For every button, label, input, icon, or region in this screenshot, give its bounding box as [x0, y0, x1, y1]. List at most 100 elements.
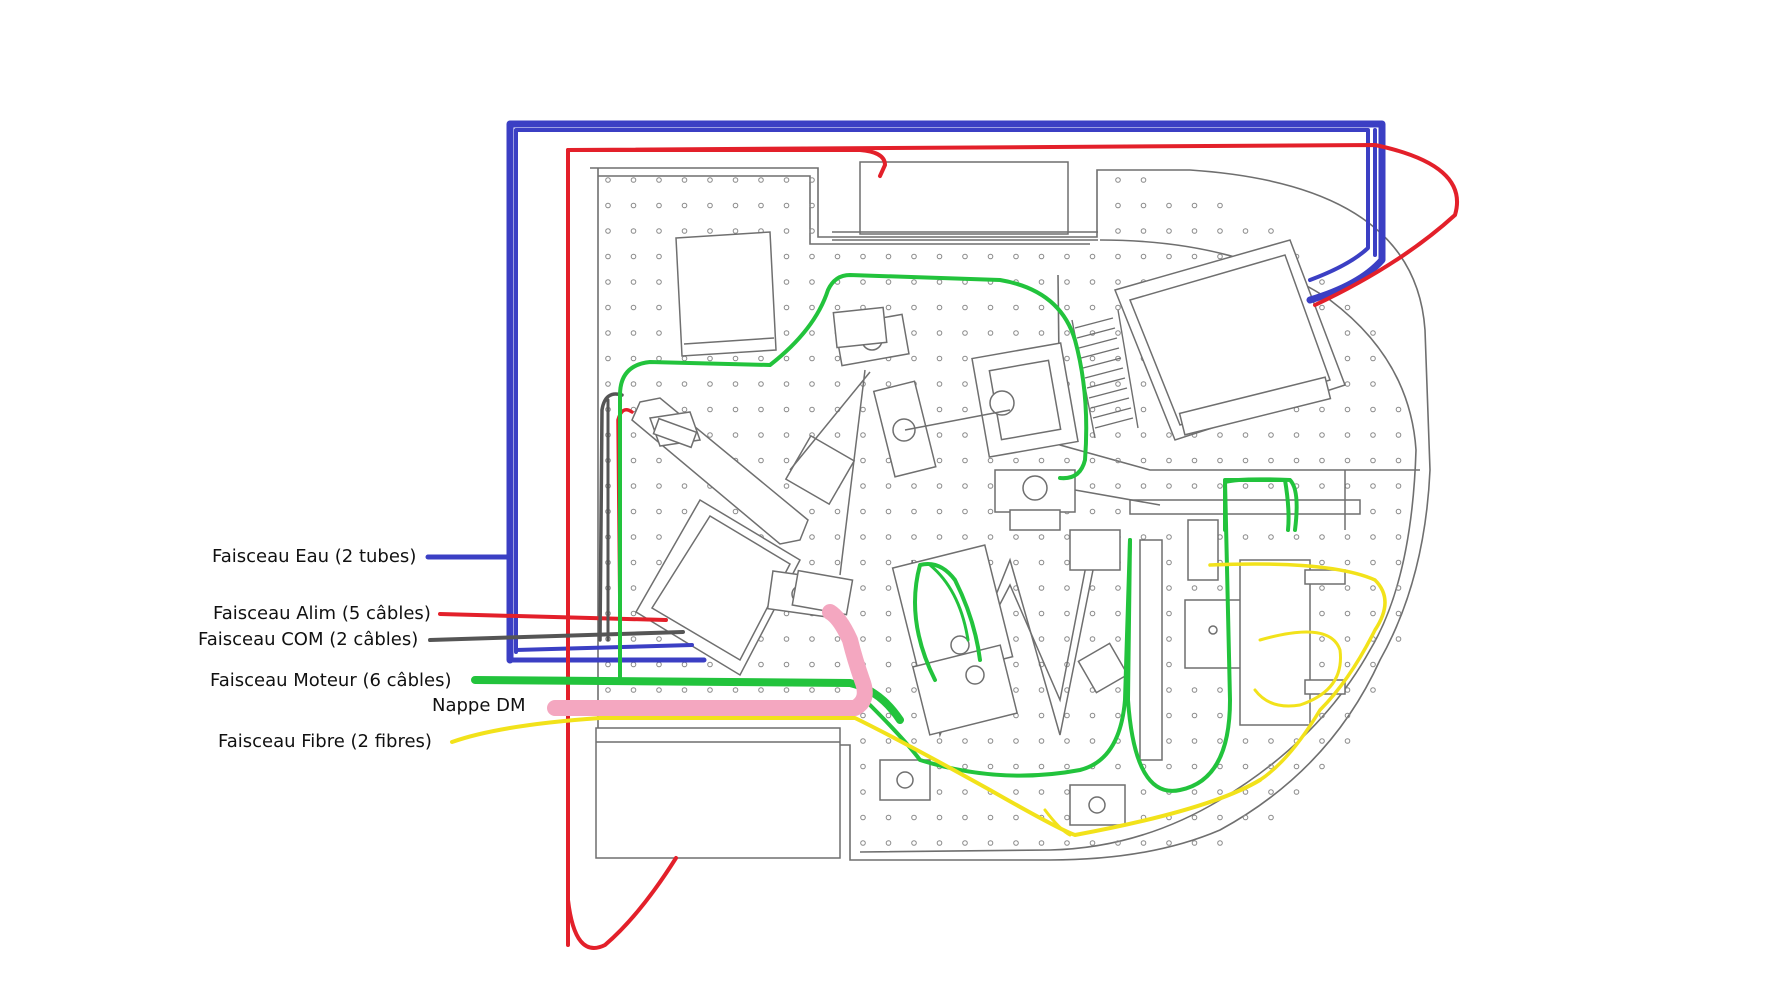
mounting-hole: [911, 534, 917, 540]
center-stage-optic: [1022, 475, 1048, 501]
mounting-hole: [1319, 432, 1325, 438]
mounting-hole: [732, 432, 739, 438]
mounting-hole: [1115, 508, 1121, 515]
mounting-hole: [605, 661, 611, 668]
mounting-hole: [1115, 330, 1121, 336]
fibre-loop-1: [1208, 562, 1387, 782]
mounting-hole: [860, 712, 866, 719]
legend-fibre: Faisceau Fibre (2 fibres): [218, 731, 432, 752]
mounting-hole: [656, 355, 662, 362]
mounting-hole: [1344, 636, 1351, 642]
mounting-hole: [962, 789, 968, 795]
mounting-hole: [1191, 712, 1198, 719]
mounting-hole: [1395, 432, 1402, 438]
harness-eau: [425, 120, 1386, 664]
right-angled-mount: [1077, 642, 1129, 694]
mounting-hole: [681, 177, 688, 183]
mounting-hole: [707, 432, 713, 438]
mounting-hole: [860, 610, 866, 617]
mounting-hole: [605, 253, 611, 260]
bottom-mount-1-optic: [896, 771, 914, 789]
mounting-hole: [630, 253, 637, 260]
mounting-hole: [656, 636, 662, 642]
legend-com: Faisceau COM (2 câbles): [198, 629, 419, 650]
mounting-hole: [809, 253, 815, 260]
mounting-hole: [630, 355, 637, 362]
mounting-hole: [1064, 840, 1070, 846]
mounting-hole: [1064, 559, 1070, 566]
mounting-hole: [1089, 508, 1096, 515]
mounting-hole: [1217, 814, 1223, 821]
com-cable: [428, 630, 685, 642]
mounting-hole: [732, 355, 739, 362]
mounting-hole: [1140, 253, 1147, 260]
mounting-hole: [911, 814, 917, 821]
alim-loop-top: [566, 143, 1459, 947]
mounting-hole: [936, 814, 943, 821]
moteur-inner-loop: [913, 562, 982, 682]
mounting-hole: [630, 636, 637, 642]
mounting-hole: [860, 279, 866, 285]
mounting-hole: [1013, 661, 1019, 668]
mounting-hole: [885, 610, 892, 617]
mounting-hole: [1370, 355, 1376, 362]
mounting-hole: [809, 381, 815, 387]
mounting-hole: [911, 355, 917, 362]
mounting-hole: [987, 253, 994, 260]
mounting-hole: [962, 381, 968, 387]
mounting-hole: [783, 406, 790, 413]
mounting-hole: [1370, 534, 1376, 540]
mounting-hole: [605, 330, 611, 336]
mounting-hole: [707, 355, 713, 362]
mounting-hole: [783, 330, 790, 336]
mounting-hole: [1319, 534, 1325, 540]
mounting-hole: [1319, 712, 1325, 719]
mounting-hole: [860, 508, 866, 515]
strut-3: [904, 409, 1011, 431]
mounting-hole: [758, 381, 764, 387]
alim-top-hook: [566, 148, 887, 178]
mounting-hole: [1242, 738, 1249, 744]
mounting-hole: [732, 177, 739, 183]
mounting-hole: [834, 661, 841, 668]
mounting-hole: [758, 355, 764, 362]
mounting-hole: [1217, 253, 1223, 260]
mounting-hole: [809, 177, 815, 183]
mounting-hole: [1166, 483, 1172, 489]
mounting-hole: [1166, 610, 1172, 617]
mounting-hole: [681, 381, 688, 387]
mounting-hole: [1344, 406, 1351, 413]
mounting-hole: [707, 406, 713, 413]
mounting-hole: [1293, 763, 1300, 770]
mounting-hole: [1370, 585, 1376, 591]
mounting-hole: [732, 381, 739, 387]
mounting-hole: [656, 253, 662, 260]
mounting-hole: [630, 559, 637, 566]
mounting-hole: [1115, 457, 1121, 464]
mounting-hole: [962, 330, 968, 336]
mounting-hole: [1013, 636, 1019, 642]
mounting-hole: [1166, 661, 1172, 668]
mounting-hole: [962, 738, 968, 744]
mounting-hole: [732, 202, 739, 209]
mounting-hole: [1089, 840, 1096, 846]
mounting-hole: [1268, 432, 1274, 438]
mounting-hole: [834, 559, 841, 566]
mounting-hole: [630, 432, 637, 438]
mounting-hole: [1191, 228, 1198, 234]
mounting-hole: [1038, 304, 1045, 311]
mounting-hole: [1166, 712, 1172, 719]
mounting-hole: [1395, 406, 1402, 413]
mounting-hole: [1191, 789, 1198, 795]
mounting-hole: [605, 381, 611, 387]
mounting-hole: [1344, 457, 1351, 464]
mounting-hole: [1038, 330, 1045, 336]
mounting-hole: [987, 457, 994, 464]
mounting-hole: [911, 687, 917, 693]
mounting-hole: [1140, 457, 1147, 464]
mounting-hole: [962, 483, 968, 489]
mounting-hole: [1293, 457, 1300, 464]
mounting-hole: [630, 457, 637, 464]
mounting-hole: [1038, 610, 1045, 617]
mounting-hole: [1115, 253, 1121, 260]
